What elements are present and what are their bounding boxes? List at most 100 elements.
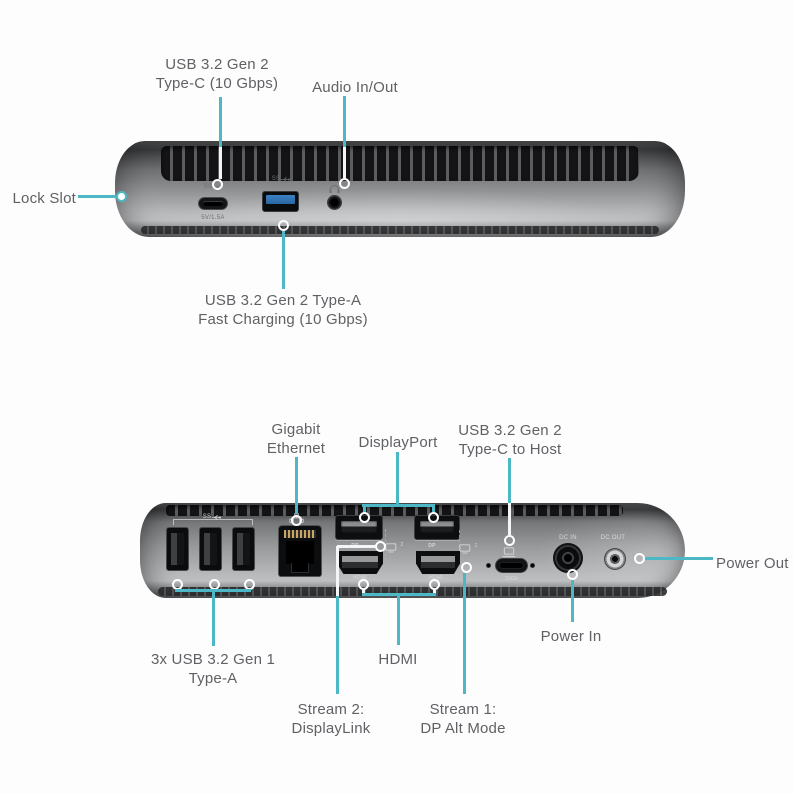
callout-ring	[115, 190, 127, 202]
callout-label-line: Type-C to Host	[458, 441, 562, 458]
callout-line	[211, 591, 215, 646]
callout-ring	[211, 178, 223, 190]
callout-line	[175, 588, 251, 592]
callout-label-usba-rear: 3x USB 3.2 Gen 1 Type-A	[113, 650, 313, 688]
usb-group-bracket	[173, 519, 253, 525]
dock-rear-view: SS DP DP 2 1 HDMI HD	[140, 503, 685, 598]
callout-line	[78, 194, 116, 198]
usb-a-port-3	[232, 527, 255, 571]
callout-line	[507, 458, 511, 504]
callout-line	[361, 589, 365, 594]
callout-line	[337, 544, 375, 548]
callout-label-line: USB 3.2 Gen 2	[165, 56, 269, 73]
callout-label-line: Power In	[540, 628, 602, 645]
callout-line	[462, 573, 466, 694]
callout-line	[432, 589, 436, 594]
hdmi-port-2	[416, 551, 460, 574]
callout-label-line: DisplayLink	[291, 720, 371, 737]
callout-ring	[427, 511, 439, 523]
callout-label-stream1: Stream 1: DP Alt Mode	[383, 700, 543, 738]
hdmi-printed-label: HDMI	[353, 575, 367, 581]
stream-number: 2	[400, 542, 404, 548]
callout-ring	[428, 578, 440, 590]
callout-label-line: Type-A	[188, 670, 238, 687]
callout-label-line: Gigabit	[271, 421, 321, 438]
callout-ring	[633, 552, 645, 564]
callout-label-usbc-front: USB 3.2 Gen 2 Type-C (10 Gbps)	[117, 55, 317, 93]
power-out-port	[604, 548, 626, 570]
callout-label-line: Audio In/Out	[312, 79, 398, 96]
callout-ring	[357, 578, 369, 590]
callout-line	[281, 231, 285, 289]
callout-label-line: Type-C (10 Gbps)	[155, 75, 279, 92]
callout-label-line: Lock Slot	[12, 190, 76, 207]
callout-line	[431, 506, 435, 513]
audio-jack-port	[327, 195, 342, 210]
ethernet-port	[278, 525, 322, 577]
callout-label-line: HDMI	[378, 651, 418, 668]
callout-line	[507, 503, 511, 535]
ethernet-clip-notch	[291, 563, 309, 573]
headset-icon	[328, 181, 341, 199]
usb-ss-fast-icon: SS	[259, 176, 303, 183]
callout-label-stream2: Stream 2: DisplayLink	[251, 700, 411, 738]
screw-hole	[530, 563, 535, 568]
ethernet-opening	[286, 541, 314, 564]
callout-label-hdmi: HDMI	[348, 650, 448, 669]
usb-c-power-rating: 5V/1.5A	[201, 215, 225, 221]
callout-ring	[277, 220, 289, 231]
usb-a-front-port	[262, 191, 299, 212]
callout-label-line: DP Alt Mode	[420, 720, 506, 737]
callout-line	[335, 596, 339, 694]
callout-line	[342, 147, 346, 178]
vent-grille	[166, 505, 623, 516]
screw-hole	[486, 563, 491, 568]
callout-label-lock-slot: Lock Slot	[0, 189, 76, 208]
callout-label-line: Power Out	[716, 555, 789, 572]
ethernet-pins	[284, 530, 316, 538]
callout-label-line: Stream 1:	[429, 701, 497, 718]
callout-label-power-out: Power Out	[716, 554, 794, 573]
bottom-grille	[158, 587, 667, 596]
stream-number: 1	[474, 543, 478, 549]
callout-line	[395, 452, 399, 505]
callout-ring	[460, 561, 472, 573]
power-in-port	[553, 543, 583, 573]
dock-front-view: SS 5V/1.5A SS	[115, 141, 685, 237]
usb-c-speed-label: 10Gb	[504, 576, 519, 582]
callout-line	[362, 506, 366, 513]
callout-label-line: USB 3.2 Gen 2 Type-A	[204, 292, 362, 309]
callout-line	[342, 96, 346, 148]
callout-line	[570, 580, 574, 622]
displayport-logo-icon: DP	[428, 543, 436, 549]
bottom-grille	[141, 226, 659, 234]
usb-a-port-1	[166, 527, 189, 571]
callout-label-power-in: Power In	[511, 627, 631, 646]
callout-line	[645, 556, 713, 560]
monitor-2-icon	[385, 540, 397, 558]
callout-ring	[338, 177, 350, 189]
callout-label-line: Ethernet	[266, 440, 326, 457]
hdmi-port-1	[337, 551, 383, 574]
callout-line	[396, 595, 400, 645]
callout-line	[335, 546, 339, 596]
callout-label-line: Fast Charging (10 Gbps)	[198, 311, 368, 328]
callout-ring	[358, 511, 370, 523]
laptop-icon	[502, 545, 516, 563]
callout-ring	[503, 534, 515, 546]
hdmi-printed-label: HDMI	[429, 575, 443, 581]
callout-label-line: Stream 2:	[297, 701, 365, 718]
callout-label-audio: Audio In/Out	[275, 78, 435, 97]
usb-a-port-2	[199, 527, 222, 571]
callout-ring	[566, 568, 578, 580]
usb-c-host-port	[495, 558, 528, 573]
callout-line	[218, 147, 222, 179]
callout-label-line: 3x USB 3.2 Gen 1	[150, 651, 276, 668]
callout-label-line: USB 3.2 Gen 2	[458, 422, 562, 439]
callout-label-line: DisplayPort	[358, 434, 438, 451]
callout-line	[361, 592, 436, 596]
monitor-1-icon	[459, 541, 471, 559]
dc-out-printed-label: DC OUT	[600, 535, 626, 541]
callout-line	[362, 504, 435, 507]
